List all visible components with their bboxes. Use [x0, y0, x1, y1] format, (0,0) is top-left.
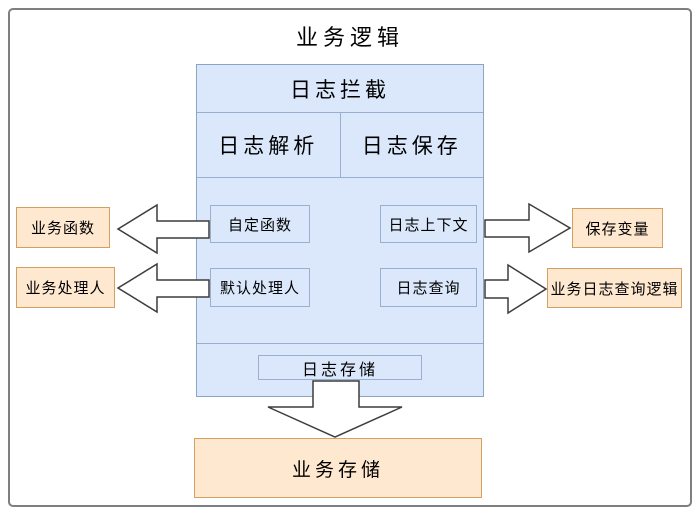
- node-business-log-query-logic: 业务日志查询逻辑: [547, 268, 682, 308]
- node-business-function: 业务函数: [16, 207, 110, 248]
- node-custom-function: 自定函数: [210, 205, 310, 243]
- page-title: 业务逻辑: [295, 25, 404, 50]
- node-business-storage: 业务存储: [194, 438, 482, 498]
- node-save-variables: 保存变量: [572, 208, 663, 248]
- node-default-handler: 默认处理人: [210, 268, 310, 307]
- outer-frame: [8, 8, 692, 507]
- log-parse-cell: 日志解析: [197, 113, 341, 177]
- interceptor-columns-row: 日志解析 日志保存: [197, 113, 483, 178]
- node-log-query: 日志查询: [380, 268, 477, 307]
- node-log-storage: 日志存储: [258, 355, 422, 380]
- node-business-handler: 业务处理人: [16, 267, 115, 308]
- node-log-context: 日志上下文: [380, 205, 477, 243]
- log-save-cell: 日志保存: [361, 135, 462, 158]
- log-interceptor-title: 日志拦截: [197, 65, 483, 113]
- storage-section: [197, 343, 483, 396]
- interceptor-body: [197, 178, 483, 343]
